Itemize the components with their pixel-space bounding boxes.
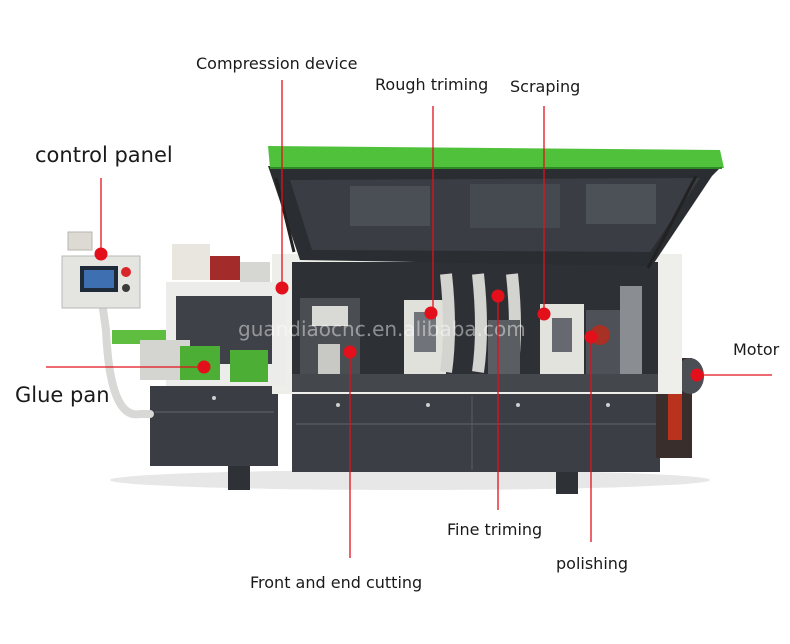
- marker-front-end-cutting: [343, 345, 357, 359]
- marker-glue-pan: [197, 360, 211, 374]
- label-front-end-cutting: Front and end cutting: [250, 573, 423, 592]
- watermark: guandiaocnc.en.alibaba.com: [238, 317, 526, 341]
- marker-rough-trimming: [424, 306, 438, 320]
- label-scraping: Scraping: [510, 77, 581, 96]
- label-glue-pan: Glue pan: [15, 383, 110, 407]
- label-compression-device: Compression device: [196, 54, 358, 73]
- label-control-panel: control panel: [35, 143, 173, 167]
- label-polishing: polishing: [556, 554, 629, 573]
- main-cabinet: [292, 392, 660, 472]
- label-motor: Motor: [733, 340, 780, 359]
- edge-banding-machine: [61, 146, 724, 494]
- marker-scraping: [537, 307, 551, 321]
- label-fine-trimming: Fine triming: [447, 520, 543, 539]
- green-top-panel: [268, 146, 724, 168]
- marker-polishing: [584, 330, 598, 344]
- marker-fine-trimming: [491, 289, 505, 303]
- marker-compression: [275, 281, 289, 295]
- callout-markers: [94, 247, 704, 382]
- marker-control-panel: [94, 247, 108, 261]
- label-rough-trimming: Rough triming: [375, 75, 489, 94]
- callout-lines: [46, 80, 772, 558]
- marker-motor: [690, 368, 704, 382]
